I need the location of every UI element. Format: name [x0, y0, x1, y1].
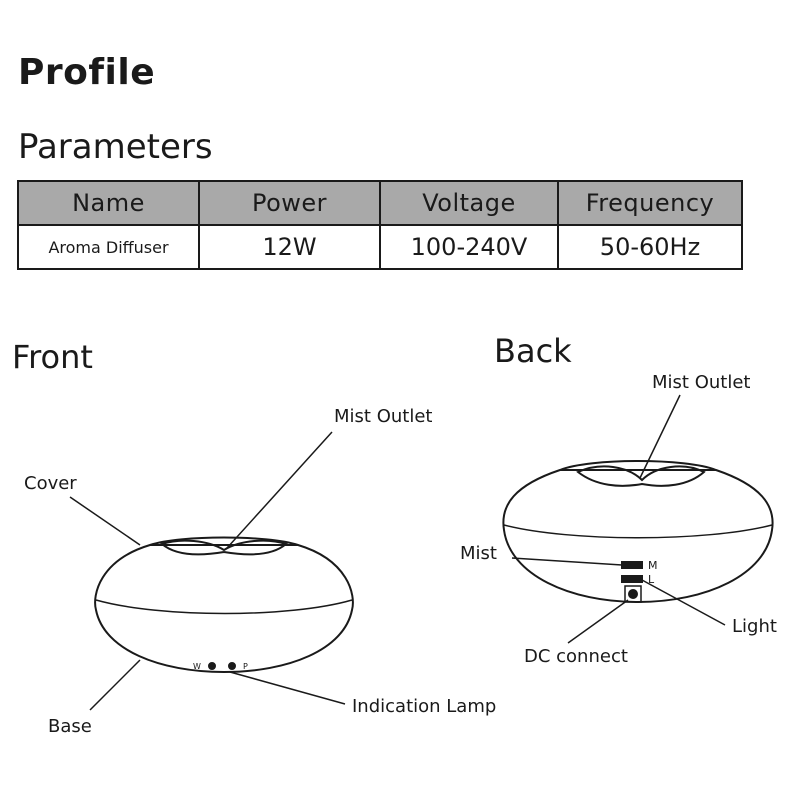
- page-title: Profile: [18, 52, 156, 93]
- cell-voltage: 100-240V: [379, 224, 559, 270]
- back-dc-connect-leader: [567, 599, 629, 644]
- front-cover-leader: [69, 496, 141, 546]
- table-row: Aroma Diffuser 12W 100-240V 50-60Hz: [17, 224, 743, 270]
- front-seam-line: [95, 599, 353, 615]
- cell-name: Aroma Diffuser: [17, 224, 200, 270]
- front-button-w-dot: [208, 662, 216, 670]
- back-label: Back: [494, 332, 572, 370]
- column-header-name: Name: [17, 180, 200, 226]
- front-button-p-mark: P: [243, 662, 248, 671]
- front-mist-outlet-label: Mist Outlet: [334, 406, 432, 427]
- back-switch-l-mark: L: [648, 573, 655, 586]
- table-header-row: Name Power Voltage Frequency: [17, 180, 743, 226]
- back-dc-connect-label: DC connect: [524, 646, 628, 667]
- parameters-table: Name Power Voltage Frequency Aroma Diffu…: [17, 180, 743, 270]
- back-mist-leader: [511, 557, 623, 566]
- front-indication-lamp-label: Indication Lamp: [352, 696, 496, 717]
- back-diffuser: [502, 394, 774, 644]
- front-button-p-dot: [228, 662, 236, 670]
- back-mist-outlet-shape: [576, 465, 706, 487]
- back-dc-port-socket: [628, 589, 638, 599]
- back-mist-label: Mist: [460, 543, 497, 564]
- front-button-w-mark: W: [193, 662, 201, 671]
- cell-power: 12W: [198, 224, 381, 270]
- front-cover-label: Cover: [24, 473, 77, 494]
- back-mist-outlet-label: Mist Outlet: [652, 372, 750, 393]
- back-light-label: Light: [732, 616, 777, 637]
- column-header-frequency: Frequency: [557, 180, 743, 226]
- back-mist-switch-l: [621, 575, 643, 583]
- cell-frequency: 50-60Hz: [557, 224, 743, 270]
- back-seam-line: [503, 524, 773, 539]
- column-header-power: Power: [198, 180, 381, 226]
- front-base-label: Base: [48, 716, 92, 737]
- back-mist-switch-m: [621, 561, 643, 569]
- front-base-leader: [89, 659, 141, 711]
- front-mist-outlet-shape: [160, 539, 288, 556]
- back-dc-port-frame: [624, 585, 642, 603]
- front-diffuser: [69, 431, 354, 711]
- front-mist-outlet-leader: [226, 431, 333, 549]
- back-switch-m-mark: M: [648, 559, 658, 572]
- front-label: Front: [12, 338, 93, 376]
- front-indication-lamp-leader: [229, 671, 346, 705]
- parameters-heading: Parameters: [18, 127, 213, 167]
- back-top-arc: [559, 460, 717, 471]
- front-body-outline: [94, 544, 354, 674]
- back-mist-outlet-leader: [639, 394, 681, 479]
- column-header-voltage: Voltage: [379, 180, 559, 226]
- front-top-arc: [149, 536, 299, 546]
- back-light-leader: [641, 579, 726, 626]
